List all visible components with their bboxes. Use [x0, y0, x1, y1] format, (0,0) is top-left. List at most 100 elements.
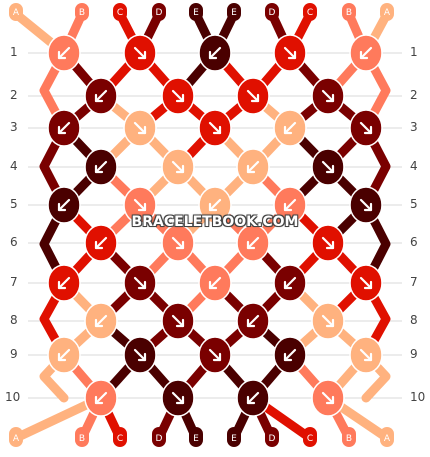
bottom-thread-label: D [156, 434, 163, 444]
arrow-down-left-icon [283, 198, 297, 212]
knot [161, 148, 195, 186]
arrow-down-right-icon [321, 160, 335, 174]
row-number-right: 1 [410, 45, 418, 59]
row-number-left: 4 [10, 159, 18, 173]
top-thread-label: D [269, 8, 276, 18]
knot [349, 109, 383, 147]
top-thread-end [75, 3, 89, 21]
bottom-thread-end [75, 427, 89, 447]
row-number-left: 3 [10, 120, 18, 134]
arrow-down-left-icon [359, 46, 373, 60]
arrow-down-left-icon [57, 121, 71, 135]
row-number-right: 8 [410, 313, 418, 327]
knot [47, 336, 81, 374]
bottom-thread-end [113, 427, 127, 447]
row-number-left: 10 [5, 390, 21, 404]
bottom-thread-label: C [307, 434, 313, 444]
knot [161, 77, 195, 115]
arrow-down-left-icon [246, 314, 260, 328]
bottom-thread-label: E [193, 434, 199, 444]
row-number-left: 5 [10, 197, 18, 211]
knot [198, 264, 232, 302]
arrow-down-left-icon [94, 236, 108, 250]
top-thread-label: C [307, 8, 313, 18]
arrow-down-right-icon [359, 348, 373, 362]
knot [198, 186, 232, 224]
bottom-thread-label: B [79, 434, 85, 444]
top-thread-end [227, 3, 241, 21]
knot [349, 186, 383, 224]
knot [349, 264, 383, 302]
row-number-left: 1 [10, 45, 18, 59]
knot [236, 224, 270, 262]
knot [161, 302, 195, 340]
knot [273, 336, 307, 374]
top-thread-end [189, 3, 203, 21]
row-number-left: 2 [10, 88, 18, 102]
knot [198, 336, 232, 374]
arrow-down-left-icon [94, 160, 108, 174]
arrow-down-right-icon [133, 46, 147, 60]
arrow-down-left-icon [94, 89, 108, 103]
arrow-down-right-icon [133, 348, 147, 362]
arrow-down-left-icon [208, 276, 222, 290]
knot [47, 109, 81, 147]
arrow-down-left-icon [57, 348, 71, 362]
knot [123, 34, 157, 72]
bottom-thread-label: B [346, 434, 352, 444]
arrow-down-right-icon [321, 236, 335, 250]
bottom-thread-end [189, 427, 203, 447]
bottom-thread-label: D [269, 434, 276, 444]
arrow-down-right-icon [321, 314, 335, 328]
arrow-down-left-icon [57, 46, 71, 60]
arrow-down-right-icon [359, 198, 373, 212]
bottom-thread-end [152, 427, 166, 447]
top-thread-end [9, 3, 23, 21]
knot [236, 302, 270, 340]
bottom-thread-end [265, 427, 279, 447]
top-thread-end [303, 3, 317, 21]
arrow-down-right-icon [171, 89, 185, 103]
arrow-down-right-icon [171, 314, 185, 328]
top-thread-label: D [156, 8, 163, 18]
arrow-down-left-icon [246, 236, 260, 250]
arrow-down-left-icon [246, 160, 260, 174]
knot [311, 302, 345, 340]
arrow-down-left-icon [94, 391, 108, 405]
row-number-right: 5 [410, 197, 418, 211]
knot [273, 186, 307, 224]
row-number-right: 3 [410, 120, 418, 134]
top-thread-label: E [193, 8, 199, 18]
arrow-down-left-icon [208, 46, 222, 60]
knot [236, 379, 270, 417]
arrow-down-left-icon [283, 276, 297, 290]
arrow-down-left-icon [246, 391, 260, 405]
top-thread-end [265, 3, 279, 21]
arrow-down-right-icon [171, 236, 185, 250]
knot [273, 264, 307, 302]
top-thread-label: A [384, 8, 391, 18]
knot [47, 186, 81, 224]
arrow-down-right-icon [133, 276, 147, 290]
bottom-thread-label: E [231, 434, 237, 444]
bottom-thread-label: A [13, 434, 20, 444]
knot [123, 336, 157, 374]
arrow-down-right-icon [133, 121, 147, 135]
row-number-left: 7 [10, 275, 18, 289]
knot [236, 77, 270, 115]
knot [84, 148, 118, 186]
row-number-right: 7 [410, 275, 418, 289]
knot [236, 148, 270, 186]
knot [311, 224, 345, 262]
knot [123, 186, 157, 224]
bottom-thread-label: A [384, 434, 391, 444]
top-thread-end [342, 3, 356, 21]
arrow-down-right-icon [208, 121, 222, 135]
arrow-down-left-icon [208, 198, 222, 212]
bottom-thread-label: C [117, 434, 123, 444]
row-number-left: 8 [10, 313, 18, 327]
arrow-down-left-icon [94, 314, 108, 328]
knot [47, 264, 81, 302]
knot [84, 302, 118, 340]
knot [198, 34, 232, 72]
